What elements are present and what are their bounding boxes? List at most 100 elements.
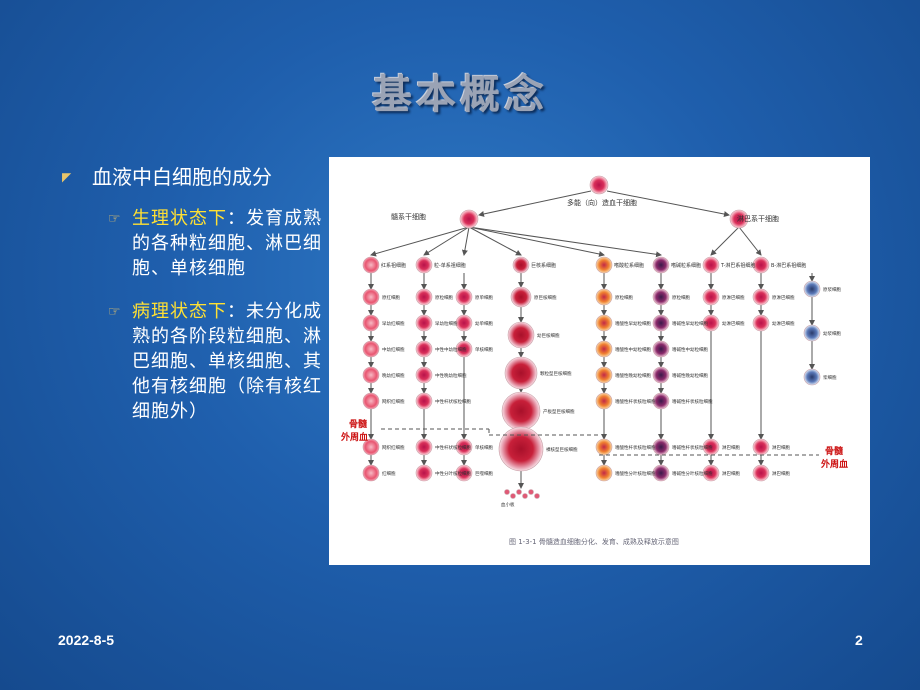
marrow-cell-col-5-4: [652, 392, 670, 410]
platelet-3: [522, 493, 528, 499]
marrow-cell-label-col-1-3: 中性晚幼粒细胞: [435, 372, 467, 379]
blood-cell-col-5-0: [652, 438, 670, 456]
progenitor-label-6: T-淋巴系祖细胞: [720, 262, 755, 269]
platelet-0: [504, 489, 510, 495]
stem-cell-label: 多能（向）造血干细胞: [567, 198, 637, 207]
bone-marrow-label-left: 骨髓: [349, 418, 368, 430]
hematopoiesis-diagram: 红系祖细胞原红细胞早幼红细胞中幼红细胞晚幼红细胞网织红细胞网织红细胞红细胞粒-单…: [340, 175, 848, 546]
marrow-cell-col-1-0: [415, 288, 433, 306]
marrow-cell-col-1-2: [415, 340, 433, 358]
blood-cell-label-col-5-1: 嗜碱性分叶核粒细胞: [672, 470, 713, 477]
marrow-cell-label-col-3-0: 原巨核细胞: [534, 294, 557, 301]
progenitor-cell-5: [652, 256, 670, 274]
peripheral-blood-label-right: 外周血: [820, 458, 848, 470]
page-number: 2: [855, 632, 863, 648]
marrow-cell-col-0-3: [362, 366, 380, 384]
bullet-sub-physiological: ☞ 生理状态下：发育成熟的各种粒细胞、淋巴细胞、单核细胞: [106, 206, 328, 281]
progenitor-label-0: 红系祖细胞: [381, 262, 406, 269]
marrow-cell-col-7-0: [752, 288, 770, 306]
pointing-hand-icon: ☞: [108, 211, 121, 227]
progenitor-label-7: B-淋巴系祖细胞: [771, 262, 806, 269]
bullet-main-text: 血液中白细胞的成分: [92, 165, 272, 189]
marrow-cell-col-5-0: [652, 288, 670, 306]
marrow-cell-label-col-5-1: 嗜碱性早幼粒细胞: [672, 320, 708, 327]
lymphoid-stem-cell: [729, 209, 749, 229]
blood-cell-label-col-1-0: 中性杆状核粒细胞: [435, 444, 471, 451]
progenitor-cell-6: [702, 256, 720, 274]
marrow-cell-col-0-2: [362, 340, 380, 358]
marrow-cell-label-col-3-1: 幼巨核细胞: [537, 332, 560, 339]
progenitor-label-3: 巨核系细胞: [531, 262, 556, 269]
progenitor-label-5: 嗜碱粒系细胞: [671, 262, 701, 269]
marrow-cell-col-5-3: [652, 366, 670, 384]
progenitor-cell-4: [595, 256, 613, 274]
arrow-myeloid-to-col-0: [370, 226, 470, 257]
platelet-1: [510, 493, 516, 499]
marrow-cell-label-col-8-1: 幼浆细胞: [823, 330, 841, 337]
arrow-myeloid-to-col-3: [468, 226, 522, 256]
marrow-cell-label-col-4-2: 嗜酸性中幼粒细胞: [615, 346, 651, 353]
pointing-hand-icon: ☞: [108, 304, 121, 320]
blood-cell-col-7-1: [752, 464, 770, 482]
blood-cell-col-6-1: [702, 464, 720, 482]
footer-date: 2022-8-5: [58, 632, 115, 648]
marrow-cell-label-col-8-2: 浆细胞: [823, 374, 837, 381]
marrow-cell-label-col-5-0: 原粒细胞: [672, 294, 690, 301]
marrow-cell-col-1-1: [415, 314, 433, 332]
progenitor-label-4: 嗜酸粒系细胞: [614, 262, 644, 269]
arrow-stem-to-myeloid: [478, 190, 592, 217]
blood-cell-col-2-0: [455, 438, 473, 456]
slide-title: 基本概念: [372, 72, 548, 118]
marrow-cell-label-col-4-4: 嗜酸性杆状核粒细胞: [615, 398, 656, 405]
marrow-cell-label-col-4-0: 原粒细胞: [615, 294, 633, 301]
marrow-cell-col-3-4: [498, 426, 544, 472]
highlight-pathological: 病理状态下: [132, 301, 227, 322]
blood-cell-label-col-6-1: 淋巴细胞: [722, 470, 740, 477]
cells-layer: [362, 175, 821, 499]
arrow-bullet-icon: ◤: [62, 170, 72, 184]
marrow-cell-label-col-1-2: 中性中幼粒细胞: [435, 346, 467, 353]
arrow-stem-to-lymphoid: [606, 190, 730, 217]
marrow-cell-label-col-3-2: 颗粒型巨核细胞: [540, 370, 572, 377]
arrow-myeloid-to-col-4: [468, 226, 605, 257]
arrow-myeloid-to-col-1: [423, 226, 470, 256]
marrow-cell-label-col-0-4: 网织红细胞: [382, 398, 405, 405]
bullet-list: ◤ 血液中白细胞的成分 ☞ 生理状态下：发育成熟的各种粒细胞、淋巴细胞、单核细胞…: [58, 162, 328, 442]
blood-cell-label-col-5-0: 嗜碱性杆状核粒细胞: [672, 444, 713, 451]
marrow-cell-label-col-0-0: 原红细胞: [382, 294, 400, 301]
marrow-cell-label-col-0-2: 中幼红细胞: [382, 346, 405, 353]
blood-cell-label-col-4-1: 嗜酸性分叶核粒细胞: [615, 470, 656, 477]
blood-cell-col-0-0: [362, 438, 380, 456]
marrow-cell-col-4-4: [595, 392, 613, 410]
blood-cell-col-5-1: [652, 464, 670, 482]
marrow-cell-col-6-0: [702, 288, 720, 306]
marrow-cell-col-8-2: [803, 368, 821, 386]
blood-cell-col-4-1: [595, 464, 613, 482]
marrow-cell-label-col-7-1: 幼淋巴细胞: [772, 320, 795, 327]
blood-cell-label-col-6-0: 淋巴细胞: [722, 444, 740, 451]
stem-cell: [589, 175, 609, 195]
physiological-description: ：发育成熟的各种粒细胞、淋巴细胞、单核细胞: [132, 208, 322, 279]
marrow-cell-label-col-1-0: 原粒细胞: [435, 294, 453, 301]
marrow-cell-label-col-5-2: 嗜碱性中幼粒细胞: [672, 346, 708, 353]
marrow-cell-col-2-2: [455, 340, 473, 358]
blood-cell-label-col-7-0: 淋巴细胞: [772, 444, 790, 451]
marrow-cell-col-8-0: [803, 280, 821, 298]
marrow-cell-col-1-4: [415, 392, 433, 410]
marrow-blood-boundary: [381, 428, 819, 456]
labels-layer: 红系祖细胞原红细胞早幼红细胞中幼红细胞晚幼红细胞网织红细胞网织红细胞红细胞粒-单…: [381, 262, 841, 508]
marrow-cell-col-3-2: [504, 356, 538, 390]
marrow-cell-col-2-0: [455, 288, 473, 306]
marrow-cell-col-8-1: [803, 324, 821, 342]
blood-cell-label-col-2-0: 单核细胞: [475, 444, 493, 451]
arrow-lymphoid-to-col-6: [710, 226, 740, 256]
marrow-cell-label-col-1-1: 早幼粒细胞: [435, 320, 458, 327]
marrow-cell-col-4-0: [595, 288, 613, 306]
myeloid-stem-cell: [459, 209, 479, 229]
pathological-description: ：未分化成熟的各阶段粒细胞、淋巴细胞、单核细胞、其他有核细胞（除有核红细胞外）: [132, 301, 322, 422]
marrow-cell-col-6-1: [702, 314, 720, 332]
marrow-cell-label-col-5-4: 嗜碱性杆状核粒细胞: [672, 398, 713, 405]
blood-cell-label-col-4-0: 嗜酸性杆状核粒细胞: [615, 444, 656, 451]
marrow-cell-col-0-4: [362, 392, 380, 410]
myeloid-stem-label: 髓系干细胞: [391, 212, 426, 221]
